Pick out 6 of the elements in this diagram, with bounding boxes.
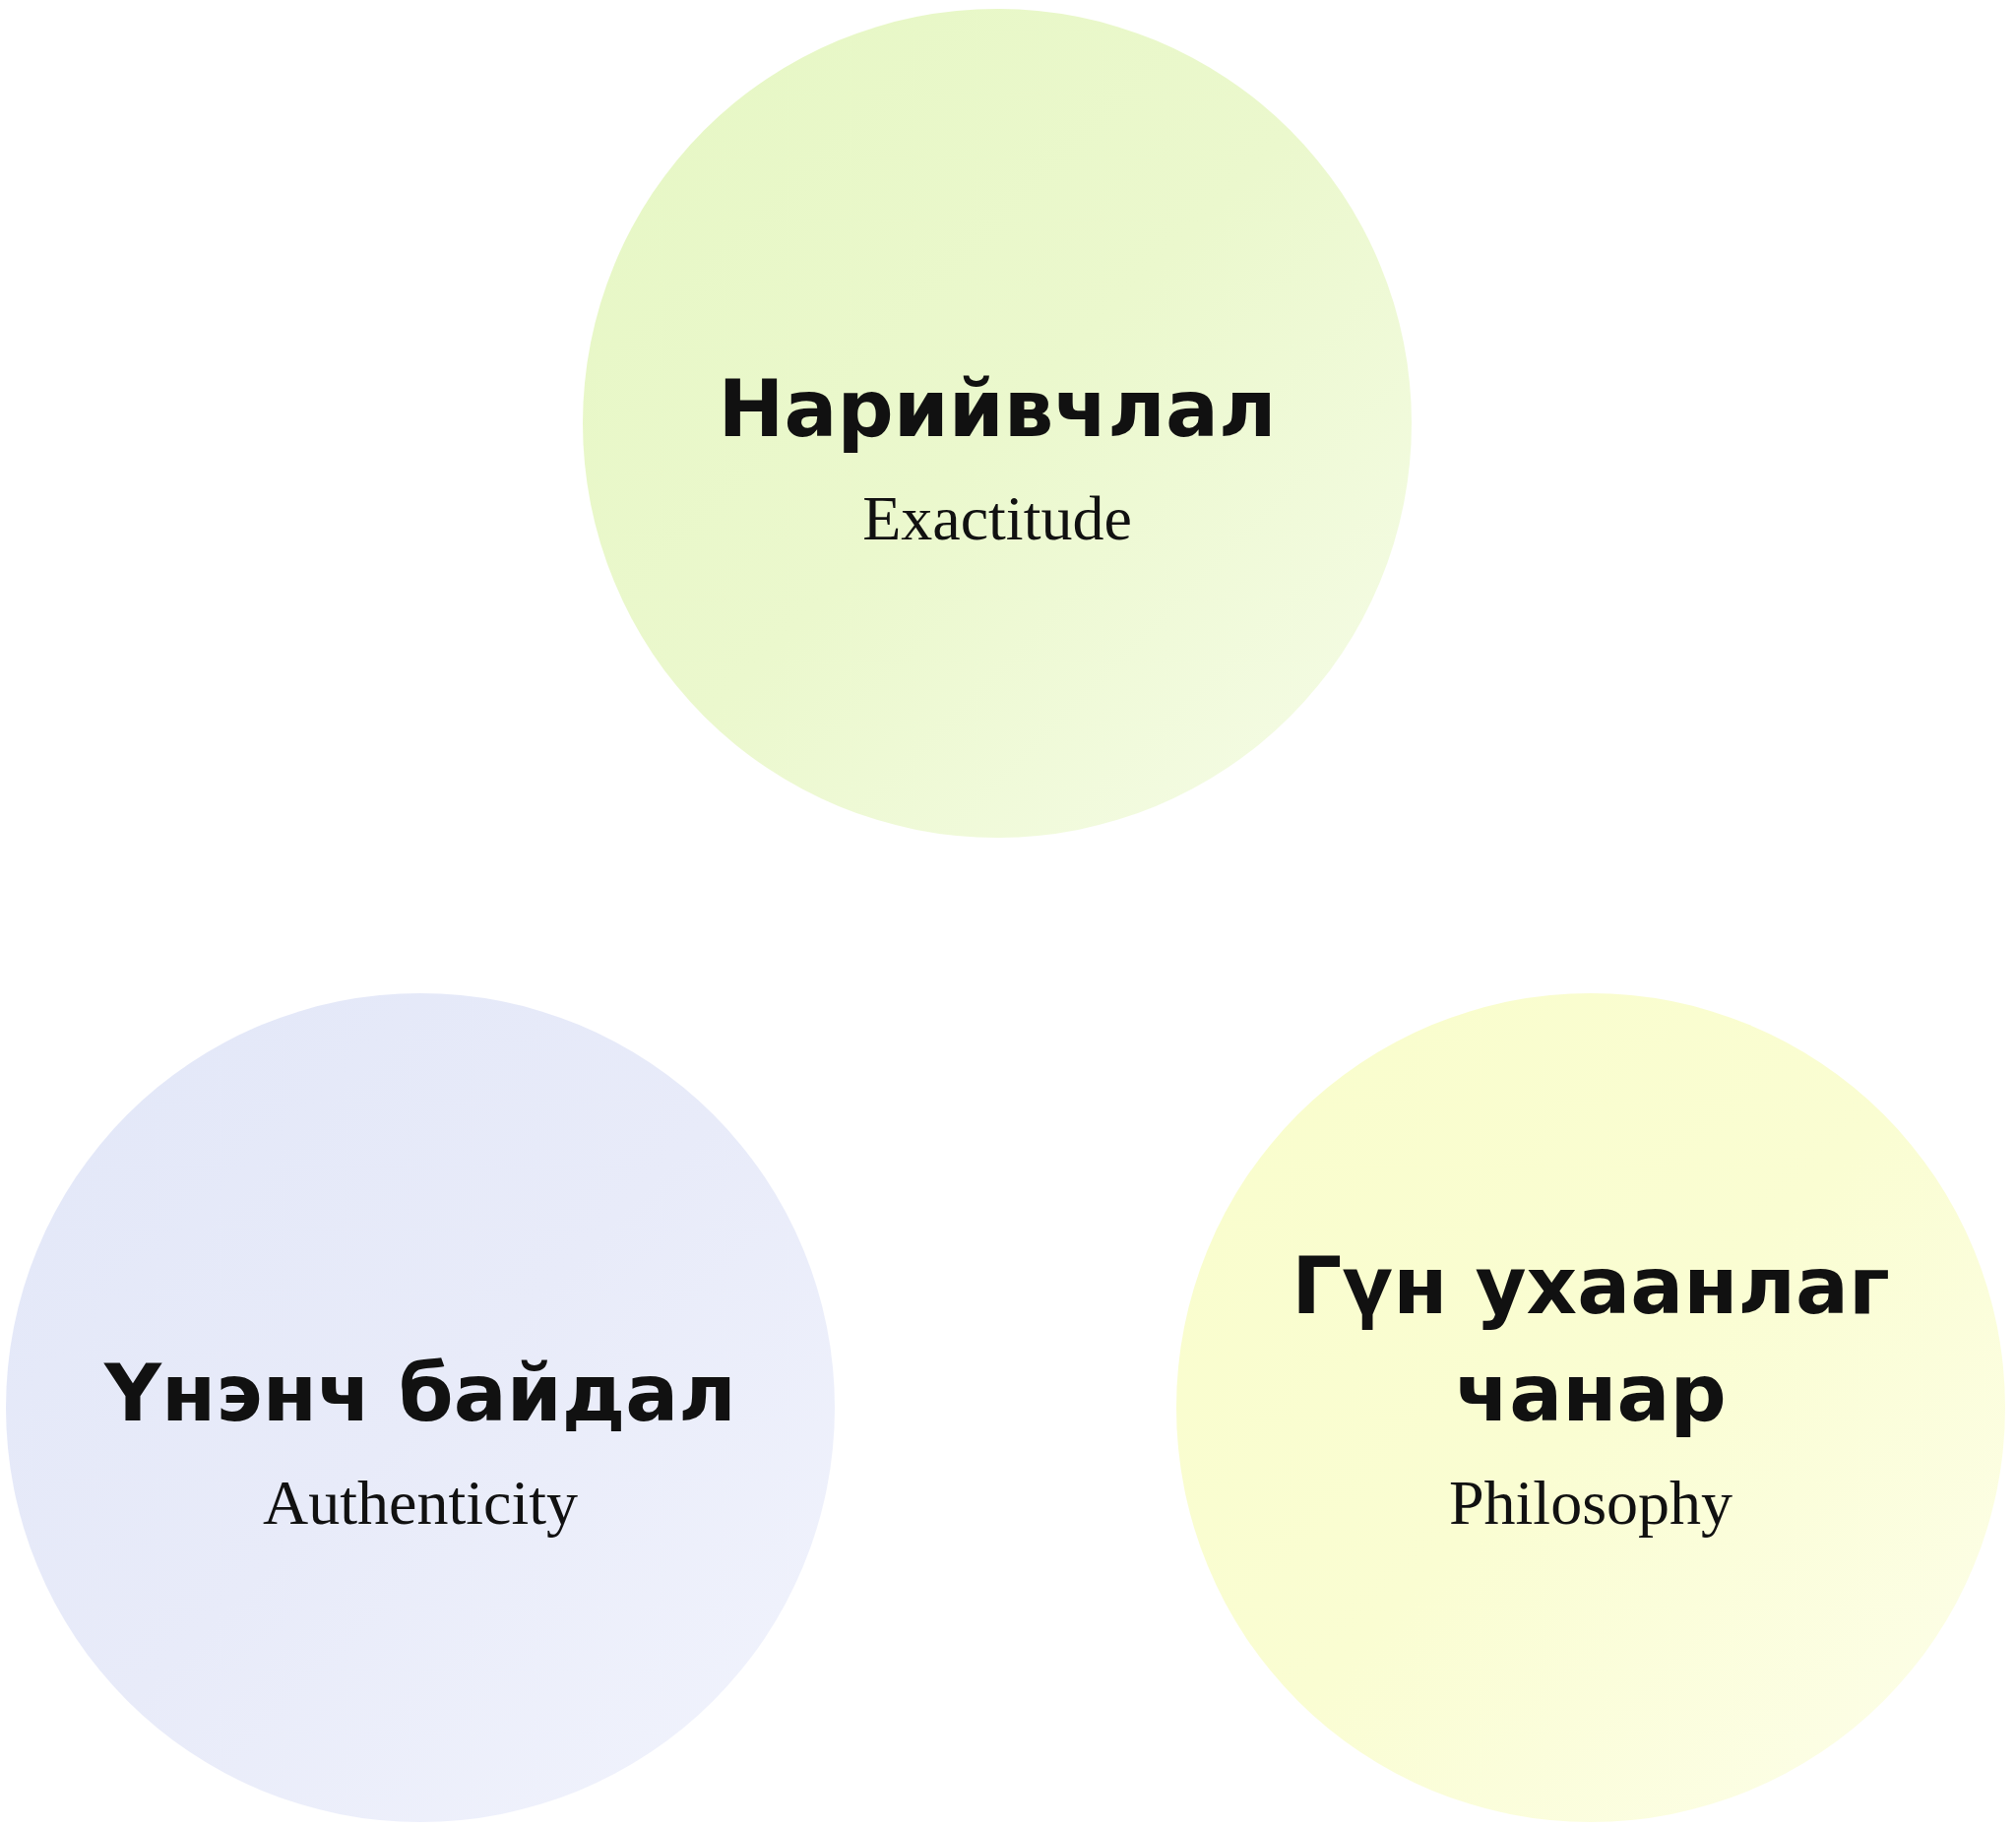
node-subtitle: Philosophy [1448, 1467, 1733, 1540]
node-subtitle: Exactitude [862, 482, 1132, 555]
node-heading: Үнэнч байдал [104, 1346, 736, 1441]
node-heading: Гүн ухаанлаг чанар [1291, 1238, 1891, 1441]
node-heading: Нарийвчлал [718, 361, 1277, 457]
node-subtitle: Authenticity [263, 1467, 578, 1540]
